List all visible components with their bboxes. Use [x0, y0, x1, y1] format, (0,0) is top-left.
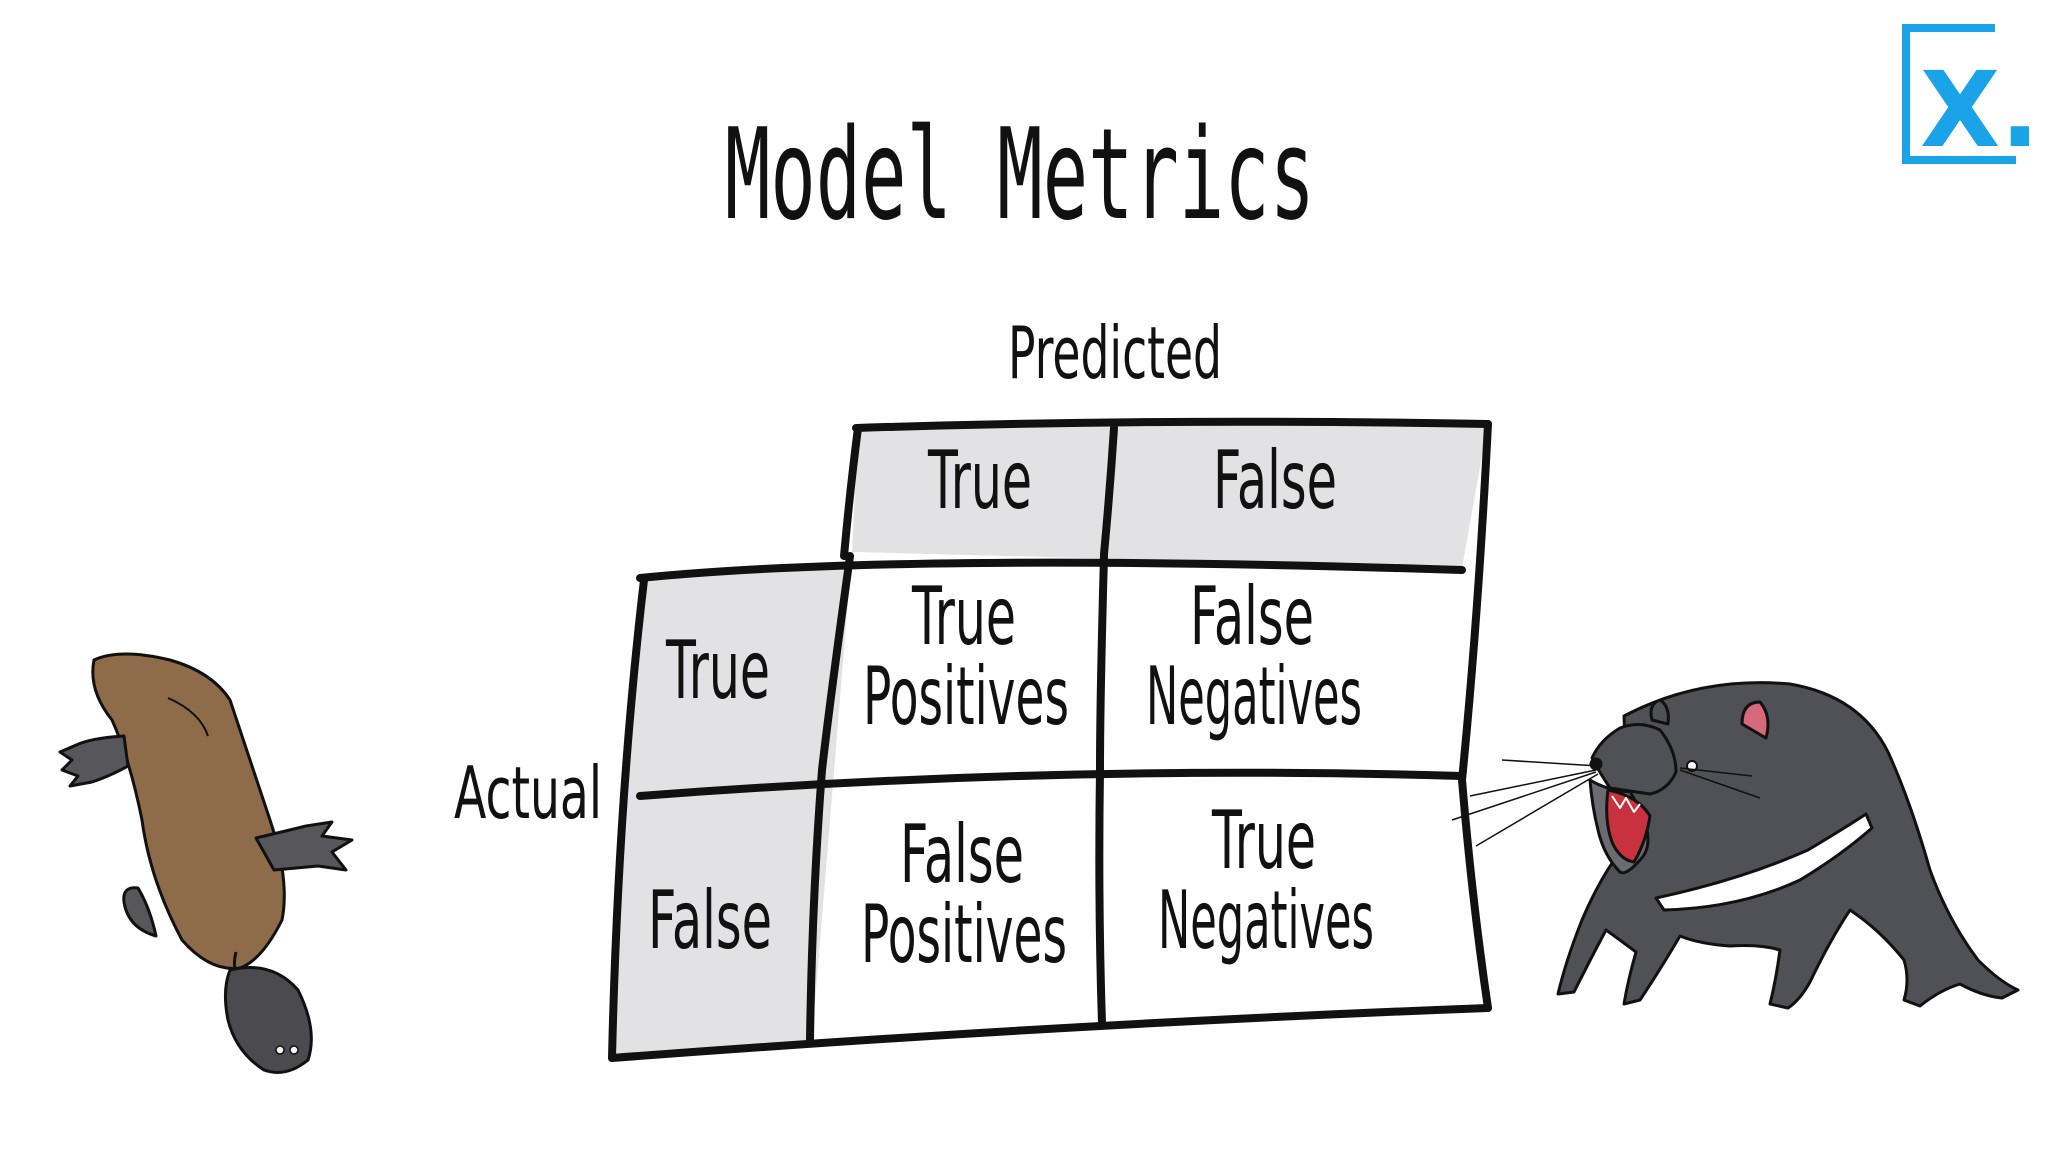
cell-false-positives-line2: Positives — [861, 888, 1067, 981]
brand-logo-text: X. — [1920, 49, 2040, 171]
cell-true-negatives: True Negatives — [1158, 794, 1374, 967]
cell-true-negatives-line2: Negatives — [1158, 874, 1374, 967]
predicted-header-false: False — [1213, 434, 1337, 527]
page-title: Model Metrics — [725, 101, 1315, 248]
predicted-header-true: True — [927, 434, 1032, 527]
cell-false-positives: False Positives — [861, 808, 1067, 981]
actual-header-false: False — [648, 874, 772, 967]
cell-true-positives-line1: True — [911, 570, 1016, 663]
platypus-icon — [58, 652, 354, 1074]
predicted-header-background — [852, 422, 1488, 568]
cell-false-negatives-line2: Negatives — [1146, 650, 1362, 743]
confusion-matrix-grid — [608, 417, 1492, 1062]
cell-false-positives-line1: False — [900, 808, 1024, 901]
matrix-body-background — [812, 552, 1488, 1040]
actual-header-background — [612, 562, 852, 1058]
cell-true-negatives-line1: True — [1211, 794, 1316, 887]
cell-false-negatives: False Negatives — [1146, 570, 1362, 743]
cell-false-negatives-line1: False — [1190, 570, 1314, 663]
predicted-axis-label: Predicted — [1008, 311, 1222, 395]
actual-axis-label: Actual — [454, 751, 602, 835]
cell-true-positives: True Positives — [863, 570, 1069, 743]
tasmanian-devil-icon — [1451, 681, 2020, 1010]
actual-header-true: True — [665, 624, 770, 717]
brand-logo-icon: X. — [1902, 24, 2040, 171]
cell-true-positives-line2: Positives — [863, 650, 1069, 743]
